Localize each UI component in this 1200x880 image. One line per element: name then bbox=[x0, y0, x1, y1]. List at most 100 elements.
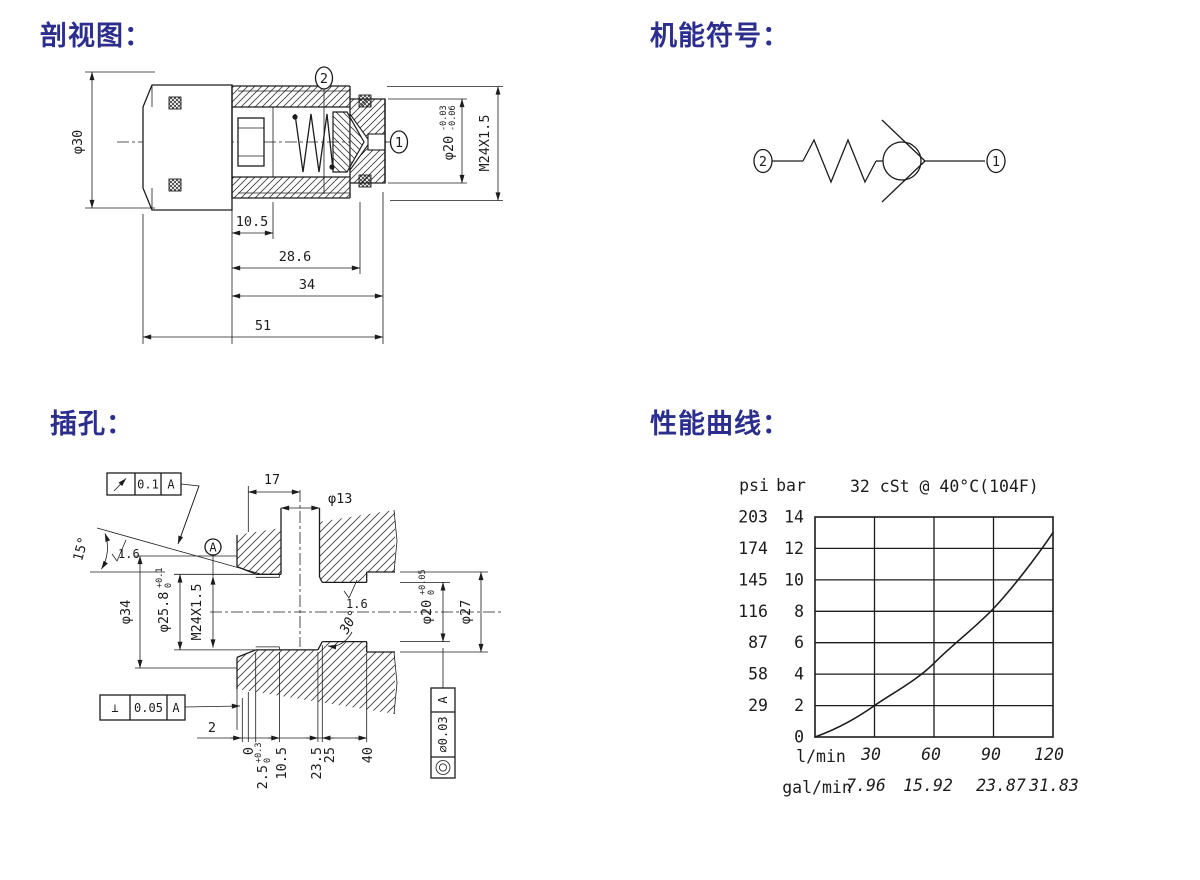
y-left-unit: psi bbox=[739, 476, 769, 495]
dim-cavity-d20-up: +0.05 bbox=[418, 569, 428, 595]
gal-tick: 7.96 bbox=[846, 776, 886, 795]
dim-d30: φ30 bbox=[70, 71, 155, 209]
dim-cavity-d20-label: φ20 bbox=[419, 600, 435, 624]
dim-thread: M24X1.5 bbox=[387, 86, 503, 201]
seat-callouts: 1.6 30° bbox=[327, 579, 368, 650]
o-ring-set bbox=[168, 94, 372, 192]
dim-d27: φ27 bbox=[400, 571, 488, 653]
finish-1-label: 1.6 bbox=[118, 547, 140, 561]
dim-d34: φ34 bbox=[118, 555, 237, 669]
cavity-material-bottom bbox=[236, 640, 398, 715]
dim-d20: φ20 -0.03 -0.06 bbox=[388, 98, 467, 184]
angle-15-label: 15° bbox=[70, 535, 92, 563]
dim-d34-label: φ34 bbox=[118, 600, 134, 624]
poppet bbox=[332, 111, 365, 173]
ord-25-up: +0.3 bbox=[254, 743, 264, 763]
perpendicularity-icon: ⊥ bbox=[111, 701, 118, 715]
concentricity-icon bbox=[435, 760, 451, 775]
gal-tick: 31.83 bbox=[1028, 776, 1079, 795]
pressure-drop-curve bbox=[814, 531, 1054, 738]
hex-head bbox=[142, 84, 233, 211]
symbol-port-1-label: 1 bbox=[992, 154, 1000, 170]
datum-a-label: A bbox=[209, 541, 217, 555]
port-2-circle-icon bbox=[753, 148, 773, 174]
perpendicularity-fcf: ⊥ 0.05 A bbox=[99, 694, 241, 721]
port-2-balloon: 2 bbox=[314, 66, 334, 194]
dim-d20-tol-upper: -0.03 bbox=[439, 105, 449, 131]
cavity-material-top bbox=[236, 508, 398, 584]
dim-cavity-thread: M24X1.5 bbox=[189, 576, 216, 648]
roughness-icon: 1.6 bbox=[343, 579, 368, 611]
runout-tol-label: 0.1 bbox=[137, 478, 159, 492]
y-axis-bar-ticks: 14 12 10 8 6 4 2 0 bbox=[784, 508, 804, 747]
cavity-title: 插孔： bbox=[50, 409, 134, 439]
finish-2-label: 1.6 bbox=[346, 597, 368, 611]
dim-2-label: 2 bbox=[208, 720, 216, 736]
roughness-icon: 1.6 bbox=[111, 539, 140, 562]
ord-25b-label: 25 bbox=[322, 747, 338, 763]
y-right-unit: bar bbox=[776, 476, 806, 495]
lmin-tick: 120 bbox=[1034, 745, 1064, 764]
dim-d27-label: φ27 bbox=[458, 600, 474, 624]
psi-tick: 58 bbox=[748, 665, 768, 684]
dim-17-label: 17 bbox=[264, 472, 280, 488]
o-ring-icon bbox=[168, 96, 182, 110]
dim-cavity-d20-lo: 0 bbox=[427, 590, 437, 595]
lmin-tick: 90 bbox=[981, 745, 1001, 764]
runout-fcf: 0.1 A bbox=[106, 472, 200, 545]
datum-a-balloon: A bbox=[204, 538, 222, 576]
cavity-drawing: 0.1 A 15° 1.6 A 17 bbox=[70, 472, 502, 789]
o-ring-icon bbox=[168, 178, 182, 192]
lmin-tick: 60 bbox=[921, 745, 941, 764]
section-view-title: 剖视图： bbox=[40, 21, 152, 51]
ordinate-dims: 2 0 2.5 +0.3 0 10.5 23.5 25 40 bbox=[197, 645, 376, 789]
gal-tick: 15.92 bbox=[903, 776, 953, 795]
port-2-label: 2 bbox=[320, 71, 328, 87]
bar-tick: 8 bbox=[794, 602, 804, 621]
dim-d258: φ25.8 +0.1 0 bbox=[155, 568, 256, 651]
performance-chart: psi bar 32 cSt @ 40°C(104F) 203 174 145 … bbox=[738, 476, 1079, 797]
dim-286-label: 28.6 bbox=[279, 249, 312, 265]
lmin-tick: 30 bbox=[860, 745, 881, 764]
dim-d30-label: φ30 bbox=[70, 130, 86, 154]
chamfer-15deg: 15° 1.6 bbox=[70, 527, 261, 575]
dim-d13: φ13 bbox=[280, 491, 352, 511]
chart-grid bbox=[814, 516, 1054, 738]
perp-tol-label: 0.05 bbox=[134, 701, 163, 715]
ord-105-label: 10.5 bbox=[274, 747, 290, 780]
ord-40-label: 40 bbox=[360, 747, 376, 763]
seat-nose bbox=[349, 98, 386, 184]
port-1-label: 1 bbox=[395, 135, 403, 151]
performance-title: 性能曲线： bbox=[650, 409, 790, 439]
dim-thread-label: M24X1.5 bbox=[477, 115, 493, 172]
dim-cavity-d20: φ20 +0.05 0 bbox=[400, 569, 450, 643]
spring-icon bbox=[802, 138, 877, 184]
symbol-port-2-label: 2 bbox=[759, 154, 767, 170]
x-axis-lmin-row: l/min 30 60 90 120 bbox=[796, 745, 1064, 766]
x-row1-label: l/min bbox=[796, 747, 846, 766]
bar-tick: 2 bbox=[794, 696, 804, 715]
port-1-balloon: 1 bbox=[385, 130, 409, 154]
section-view-drawing: 2 1 φ30 φ20 -0.03 -0.06 bbox=[70, 66, 503, 344]
y-axis-psi-ticks: 203 174 145 116 87 58 29 bbox=[738, 508, 768, 716]
spring bbox=[292, 113, 335, 173]
perp-datum-label: A bbox=[172, 701, 180, 715]
gal-tick: 23.87 bbox=[976, 776, 1026, 795]
bar-tick: 0 bbox=[794, 728, 804, 747]
circular-runout-icon bbox=[113, 478, 127, 492]
adjust-screw bbox=[237, 117, 265, 167]
bar-tick: 12 bbox=[784, 539, 804, 558]
psi-tick: 116 bbox=[738, 602, 768, 621]
port-1-circle-icon bbox=[986, 148, 1006, 174]
x-axis-gal-row: gal/min 7.96 15.92 23.87 31.83 bbox=[782, 776, 1079, 797]
bar-tick: 4 bbox=[794, 665, 804, 684]
o-ring-icon bbox=[358, 174, 372, 188]
runout-datum-label: A bbox=[167, 478, 175, 492]
conc-tol-label: ∅0.03 bbox=[436, 716, 450, 752]
check-valve-symbol: 2 1 bbox=[753, 119, 1006, 203]
conc-datum-label: A bbox=[436, 696, 450, 704]
psi-tick: 174 bbox=[738, 539, 768, 558]
bar-tick: 14 bbox=[784, 508, 804, 527]
bar-tick: 6 bbox=[794, 633, 804, 652]
